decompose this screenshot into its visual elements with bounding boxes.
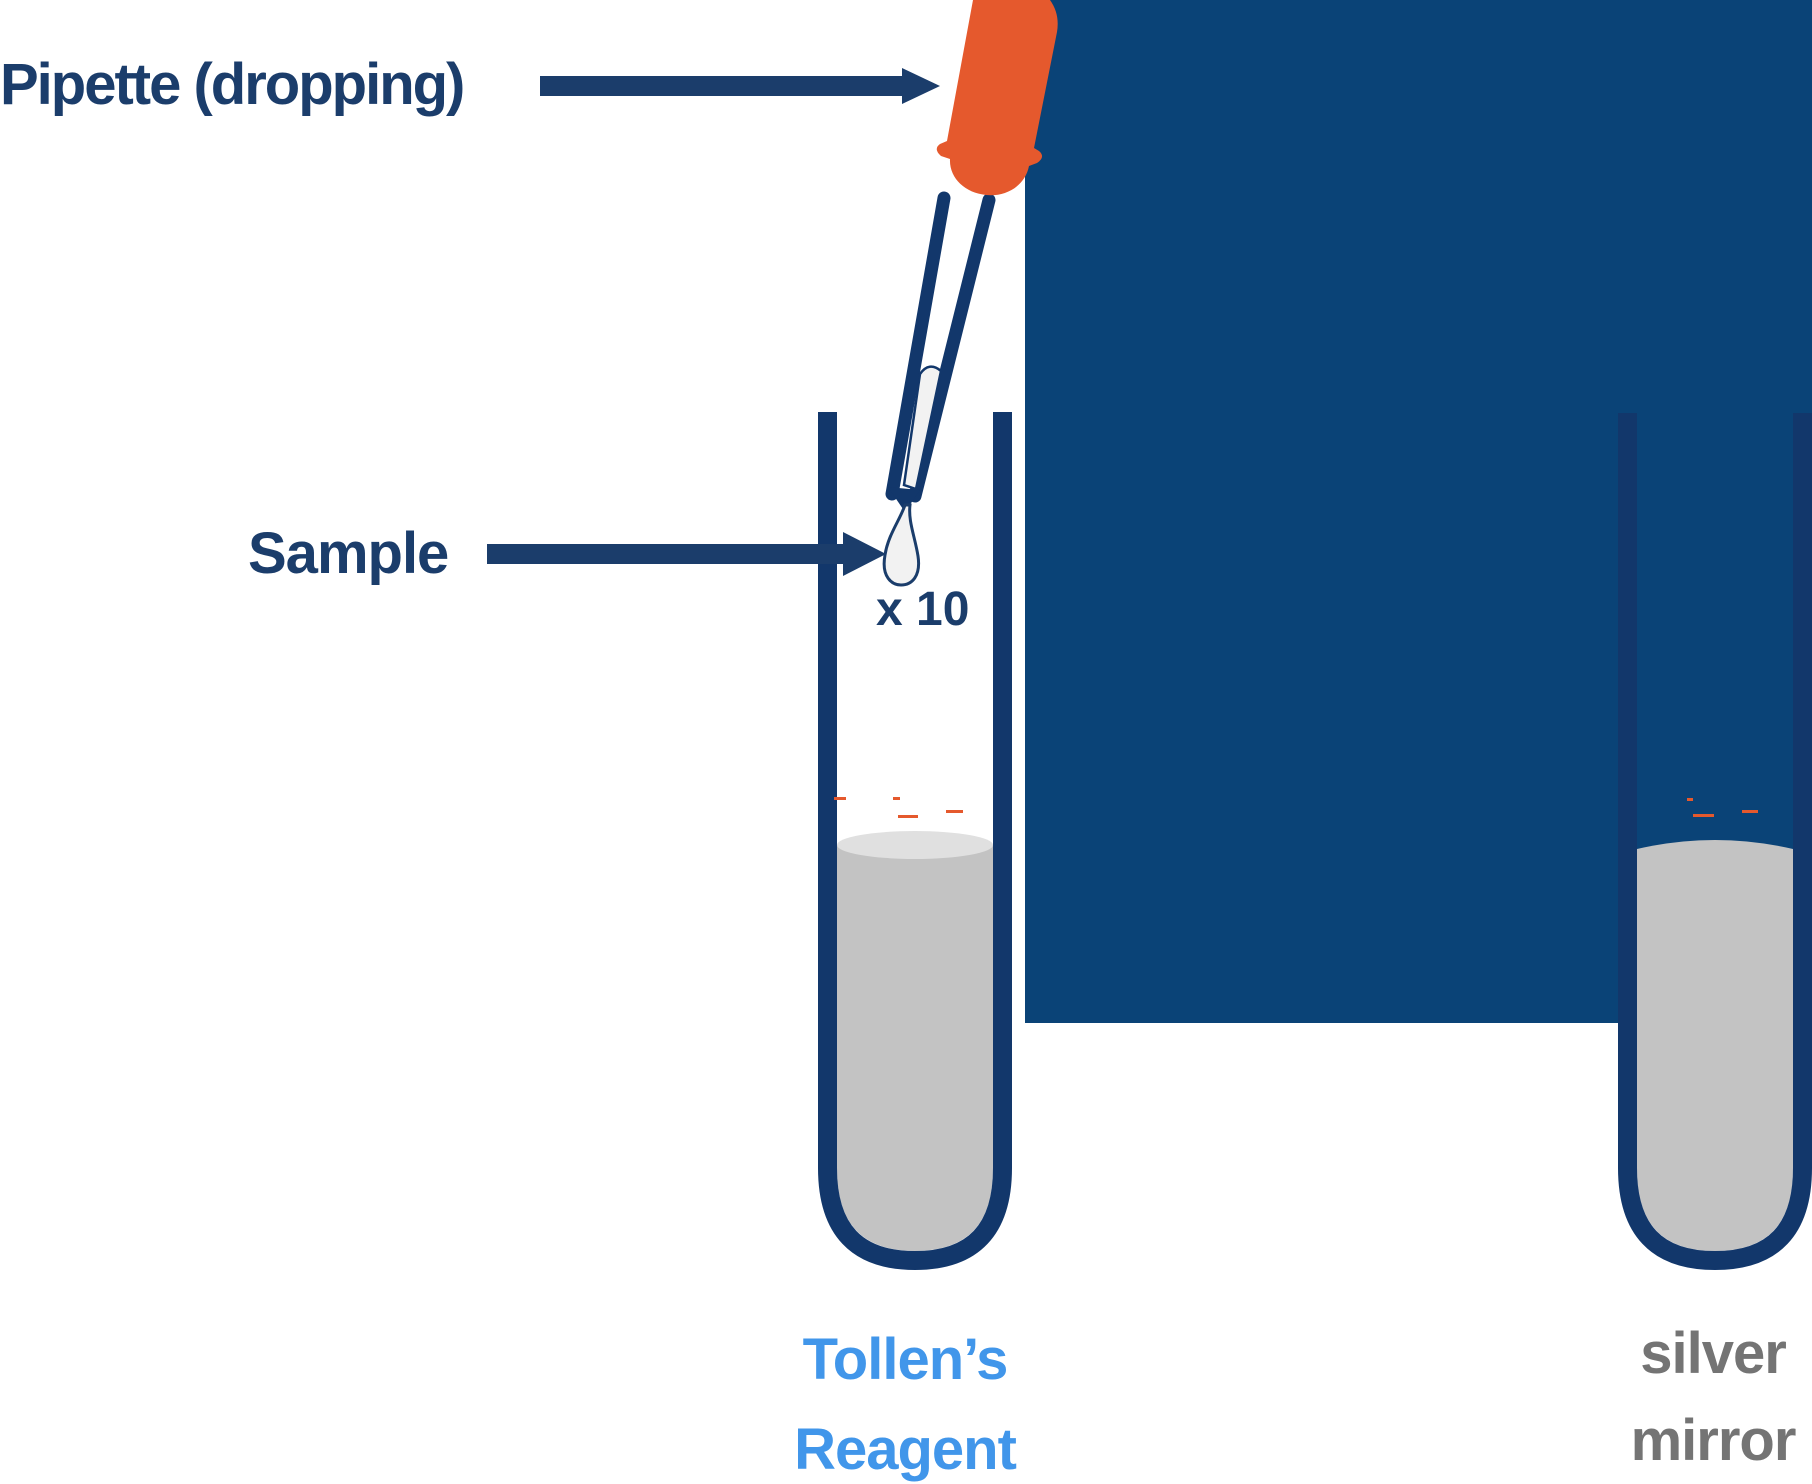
tollens-tube-outline	[818, 412, 1012, 1271]
silver-caption-line1: silver	[1640, 1321, 1787, 1386]
sample-label: Sample	[248, 521, 449, 586]
tollens-tube-specks	[834, 797, 963, 818]
tollens-test-tube	[818, 412, 1012, 1271]
silver-mirror-caption: silver mirror	[1563, 1310, 1812, 1484]
pipette-arrow-icon	[540, 68, 940, 104]
drop-icon	[882, 503, 921, 587]
tollens-tube-liquid	[837, 845, 993, 1251]
pipette-label: Pipette (dropping)	[0, 52, 465, 117]
pipette-tip	[888, 487, 920, 512]
silver-tube-liquid	[1637, 840, 1793, 1251]
drop-count-label: x 10	[876, 583, 970, 636]
tollens-liquid-surface	[837, 831, 993, 859]
pipette-glass-right	[908, 193, 996, 503]
pipette-bulb	[936, 0, 1058, 196]
pipette-liquid	[902, 365, 943, 491]
pipette-glass-left	[885, 191, 951, 501]
tollens-caption-line1: Tollen’s	[802, 1327, 1009, 1392]
tollens-reagent-caption: Tollen’s Reagent	[690, 1315, 1120, 1484]
silver-tube-outline	[1618, 413, 1812, 1271]
sample-arrow-icon	[487, 532, 886, 576]
silver-caption-line2: mirror	[1630, 1408, 1797, 1473]
silver-mirror-test-tube	[1618, 413, 1812, 1271]
tollens-caption-line2: Reagent	[794, 1417, 1017, 1482]
dropping-pipette-icon	[885, 0, 1058, 512]
silver-tube-specks	[1687, 798, 1758, 817]
